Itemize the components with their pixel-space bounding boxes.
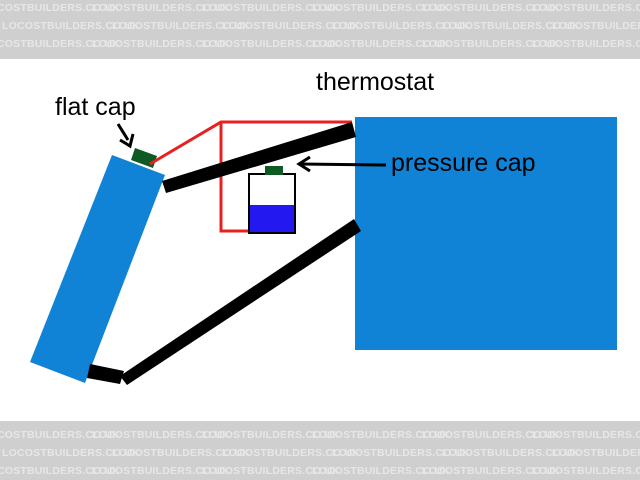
watermark-text: LOCOSTBUILDERS.CO.UK bbox=[0, 429, 121, 441]
watermark-text: LOCOSTBUILDERS.CO.UK bbox=[312, 465, 451, 477]
watermark-row: LOCOSTBUILDERS.CO.UKLOCOSTBUILDERS.CO.UK… bbox=[2, 20, 640, 32]
watermark-text: LOCOSTBUILDERS.CO.UK bbox=[332, 20, 471, 32]
watermark-text: LOCOSTBUILDERS.CO.UK bbox=[312, 38, 451, 50]
watermark-text: LOCOSTBUILDERS.CO.UK bbox=[312, 429, 451, 441]
watermark-row: LOCOSTBUILDERS.CO.UKLOCOSTBUILDERS.CO.UK… bbox=[0, 465, 640, 477]
arrow-pressure-cap bbox=[296, 155, 387, 173]
watermark-text: LOCOSTBUILDERS.CO.UK bbox=[422, 2, 561, 14]
watermark-text: LOCOSTBUILDERS.CO.UK bbox=[202, 38, 341, 50]
watermark-text: LOCOSTBUILDERS.CO.UK bbox=[532, 429, 640, 441]
watermark-text: LOCOSTBUILDERS.CO.UK bbox=[92, 38, 231, 50]
engine-block bbox=[355, 117, 617, 350]
lower-radiator-outlet bbox=[87, 364, 124, 384]
watermark-text: LOCOSTBUILDERS.CO.UK bbox=[92, 465, 231, 477]
watermark-text: LOCOSTBUILDERS.CO.UK bbox=[422, 38, 561, 50]
bleed-line bbox=[149, 120, 352, 233]
watermark-text: LOCOSTBUILDERS.CO.UK bbox=[0, 2, 121, 14]
watermark-text: LOCOSTBUILDERS.CO.UK bbox=[222, 447, 361, 459]
watermark-text: LOCOSTBUILDERS.CO.UK bbox=[92, 2, 231, 14]
top-hose bbox=[162, 122, 356, 193]
pressure-cap bbox=[265, 166, 283, 175]
watermark-text: LOCOSTBUILDERS.CO.UK bbox=[552, 447, 640, 459]
thermostat-label: thermostat bbox=[316, 68, 434, 96]
watermark-row: LOCOSTBUILDERS.CO.UKLOCOSTBUILDERS.CO.UK… bbox=[0, 38, 640, 50]
watermark-text: LOCOSTBUILDERS.CO.UK bbox=[532, 465, 640, 477]
watermark-text: LOCOSTBUILDERS.CO.UK bbox=[532, 2, 640, 14]
watermark-text: LOCOSTBUILDERS.CO.UK bbox=[312, 2, 451, 14]
watermark-text: LOCOSTBUILDERS.CO.UK bbox=[112, 20, 251, 32]
watermark-text: LOCOSTBUILDERS.CO.UK bbox=[202, 429, 341, 441]
watermark-text: LOCOSTBUILDERS.CO.UK bbox=[202, 465, 341, 477]
watermark-text: LOCOSTBUILDERS.CO.UK bbox=[422, 465, 561, 477]
watermark-text: LOCOSTBUILDERS.CO.UK bbox=[532, 38, 640, 50]
watermark-text: LOCOSTBUILDERS.CO.UK bbox=[552, 20, 640, 32]
watermark-text: LOCOSTBUILDERS.CO.UK bbox=[2, 447, 141, 459]
watermark-text: LOCOSTBUILDERS.CO.UK bbox=[332, 447, 471, 459]
watermark-text: LOCOSTBUILDERS.CO.UK bbox=[0, 465, 121, 477]
watermark-text: LOCOSTBUILDERS.CO.UK bbox=[2, 20, 141, 32]
radiator bbox=[30, 155, 165, 383]
watermark-text: LOCOSTBUILDERS.CO.UK bbox=[0, 38, 121, 50]
watermark-text: LOCOSTBUILDERS.CO.UK bbox=[442, 20, 581, 32]
watermark-row: LOCOSTBUILDERS.CO.UKLOCOSTBUILDERS.CO.UK… bbox=[0, 2, 640, 14]
watermark-text: LOCOSTBUILDERS.CO.UK bbox=[422, 429, 561, 441]
pressure-cap-label: pressure cap bbox=[391, 149, 536, 177]
bottom-hose bbox=[120, 219, 361, 385]
watermark-text: LOCOSTBUILDERS.CO.UK bbox=[202, 2, 341, 14]
watermark-text: LOCOSTBUILDERS.CO.UK bbox=[92, 429, 231, 441]
arrow-flat-cap bbox=[116, 123, 135, 149]
coolant-level bbox=[250, 205, 294, 232]
flat-cap-label: flat cap bbox=[55, 93, 136, 121]
watermark-band-bottom: LOCOSTBUILDERS.CO.UKLOCOSTBUILDERS.CO.UK… bbox=[0, 421, 640, 480]
watermark-text: LOCOSTBUILDERS.CO.UK bbox=[222, 20, 361, 32]
bleed-line-tank bbox=[219, 122, 251, 233]
watermark-row: LOCOSTBUILDERS.CO.UKLOCOSTBUILDERS.CO.UK… bbox=[0, 429, 640, 441]
watermark-text: LOCOSTBUILDERS.CO.UK bbox=[112, 447, 251, 459]
watermark-text: LOCOSTBUILDERS.CO.UK bbox=[442, 447, 581, 459]
watermark-row: LOCOSTBUILDERS.CO.UKLOCOSTBUILDERS.CO.UK… bbox=[2, 447, 640, 459]
watermark-band-top: LOCOSTBUILDERS.CO.UKLOCOSTBUILDERS.CO.UK… bbox=[0, 0, 640, 59]
